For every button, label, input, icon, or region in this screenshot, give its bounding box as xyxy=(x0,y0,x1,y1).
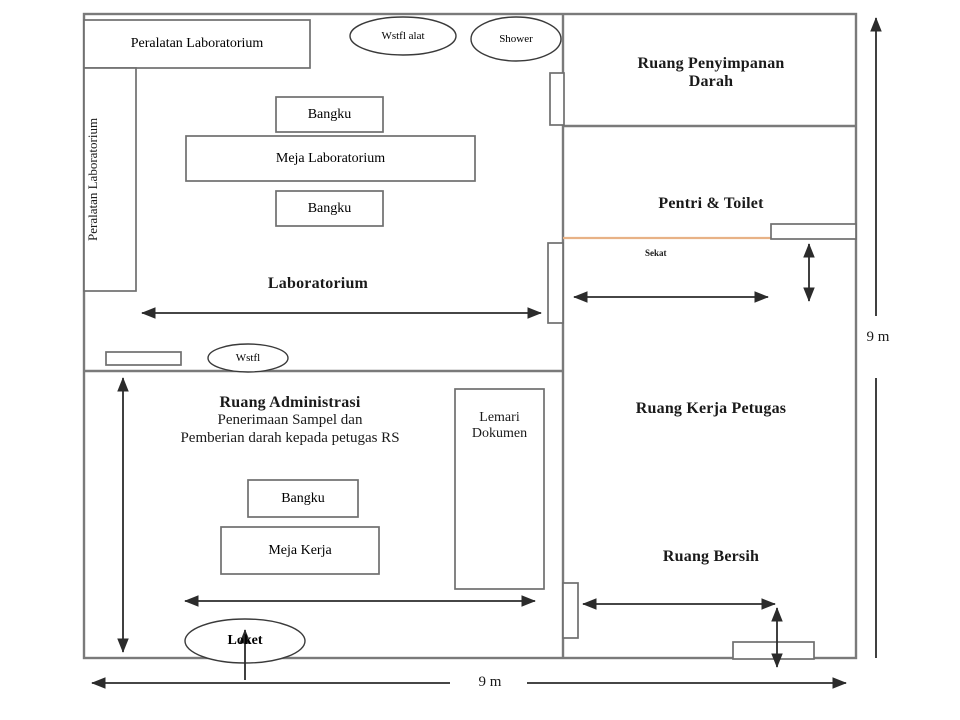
ruang-administrasi-subtitle-2: Pemberian darah kepada petugas RS xyxy=(180,429,400,446)
door-ruang-bersih-bottom xyxy=(732,641,815,660)
dimension-arrows xyxy=(91,17,882,689)
wastafel-ellipse xyxy=(207,343,289,373)
dimension-bottom-label: 9 m xyxy=(478,674,502,690)
outer-walls xyxy=(82,12,858,660)
bangku-admin-label: Bangku xyxy=(281,490,325,506)
shower-label: Shower xyxy=(499,33,533,45)
sekat-label: Sekat xyxy=(645,248,667,258)
ruang-administrasi-title: Ruang Administrasi xyxy=(219,394,361,411)
wastafel-label: Wstfl xyxy=(235,352,261,364)
opening-pentri-right xyxy=(770,223,857,240)
lemari-dokumen-line2: Dokumen xyxy=(471,426,528,442)
door-laboratorium-admin xyxy=(105,351,182,366)
door-openings xyxy=(105,72,857,660)
peralatan-laboratorium-top-box xyxy=(83,19,311,69)
door-penyimpanan-darah xyxy=(549,72,565,126)
ruang-kerja-petugas-title: Ruang Kerja Petugas xyxy=(635,400,787,417)
bangku-lab-atas-box xyxy=(275,96,384,133)
ruang-administrasi-title-block: Ruang Administrasi Penerimaan Sampel dan… xyxy=(130,394,450,447)
bangku-lab-atas-label: Bangku xyxy=(307,106,352,122)
meja-laboratorium-box xyxy=(185,135,476,182)
wastafel-alat-ellipse xyxy=(349,16,457,56)
bangku-lab-bawah-box xyxy=(275,190,384,227)
lemari-dokumen-label: Lemari Dokumen xyxy=(455,410,544,442)
ruang-administrasi-subtitle-1: Penerimaan Sampel dan xyxy=(217,412,363,429)
peralatan-laboratorium-left-box xyxy=(83,67,137,292)
dimension-right-label: 9 m xyxy=(866,329,890,345)
laboratorium-title: Laboratorium xyxy=(267,275,369,292)
bangku-admin-box xyxy=(247,479,359,518)
meja-laboratorium-label: Meja Laboratorium xyxy=(275,150,386,166)
pentri-toilet-title: Pentri & Toilet xyxy=(658,195,764,212)
wastafel-alat-label: Wstfl alat xyxy=(381,30,425,42)
door-laboratorium-pentri xyxy=(547,242,564,324)
loket-label: Loket xyxy=(227,633,263,648)
lemari-dokumen-box xyxy=(454,388,545,590)
meja-kerja-label: Meja Kerja xyxy=(268,542,332,558)
ruang-penyimpanan-darah-title-line2: Darah xyxy=(688,73,734,91)
furniture-outlines xyxy=(83,19,545,590)
shower-ellipse xyxy=(470,16,562,62)
door-ruang-bersih xyxy=(562,582,579,639)
ruang-penyimpanan-darah-title: Ruang Penyimpanan xyxy=(637,55,785,72)
bangku-lab-bawah-label: Bangku xyxy=(307,200,352,216)
peralatan-laboratorium-top-label: Peralatan Laboratorium xyxy=(130,36,264,51)
peralatan-laboratorium-left-label: Peralatan Laboratorium xyxy=(85,117,100,242)
ruang-penyimpanan-darah-title-block: Ruang Penyimpanan Darah xyxy=(589,55,833,92)
meja-kerja-box xyxy=(220,526,380,575)
ruang-bersih-title: Ruang Bersih xyxy=(662,548,760,565)
fixture-ellipses xyxy=(184,16,562,664)
lemari-dokumen-line1: Lemari xyxy=(479,410,520,425)
